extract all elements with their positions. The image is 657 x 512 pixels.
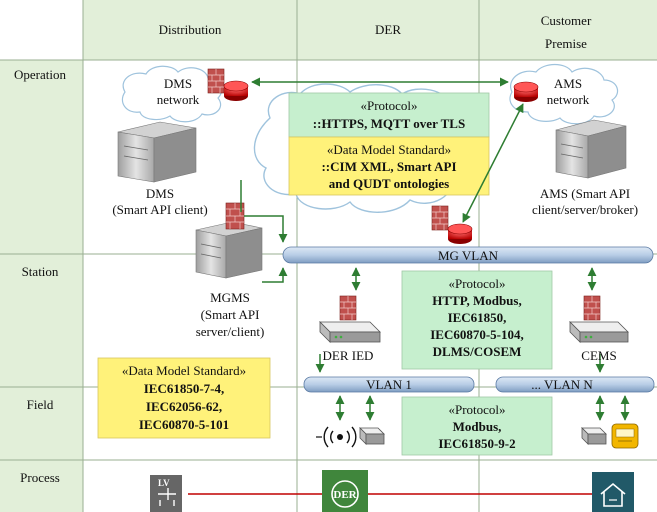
firewall-icon [207, 68, 225, 94]
field-device-icon [359, 427, 385, 445]
ams-network-label-line2: network [547, 92, 590, 107]
dms-network-label-line1: DMS [164, 76, 192, 91]
station-protocol-body-line4: DLMS/COSEM [433, 344, 522, 359]
lv-label: LV [158, 478, 170, 488]
column-header-der: DER [375, 22, 401, 37]
station-protocol-box [401, 270, 553, 370]
vlan-1-bus [303, 376, 475, 393]
operation-data-model-body-line1: ::CIM XML, Smart API [321, 159, 456, 174]
operation-data-model-title: «Data Model Standard» [327, 142, 451, 157]
operation-protocol-title: «Protocol» [360, 98, 417, 113]
connections [240, 77, 630, 421]
operation-data-model-body-line2: and QUDT ontologies [329, 176, 449, 191]
station-protocol-title: «Protocol» [448, 276, 505, 291]
station-protocol-body-line2: IEC61850, [448, 310, 507, 325]
cems-label: CEMS [581, 348, 616, 363]
field-data-model-body-line2: IEC62056-62, [146, 399, 222, 414]
field-protocol-body-line2: IEC61850-9-2 [438, 436, 515, 451]
mgms-label-line2: (Smart API [201, 307, 260, 322]
ams-label-line2: client/server/broker) [532, 202, 638, 217]
column-header-band [83, 0, 657, 60]
ams-mgvlan-link [462, 103, 524, 223]
vlan-n-label: ... VLAN N [531, 377, 593, 392]
row-header-band [0, 60, 83, 512]
wireless-sensor-icon [316, 426, 357, 448]
field-protocol-body-line1: Modbus, [453, 419, 502, 434]
field-protocol-title: «Protocol» [448, 402, 505, 417]
dms-network-cloud [121, 65, 223, 123]
mgms-server-icon [195, 221, 263, 279]
vlan-n-bus [495, 376, 655, 393]
ams-network-cloud [509, 63, 619, 125]
mgms-mgvlan-link [244, 215, 288, 243]
mgms-label-line1: MGMS [210, 290, 250, 305]
dms-label-line2: (Smart API client) [112, 202, 207, 217]
field-data-model-body-line3: IEC60870-5-101 [139, 417, 229, 432]
station-protocol-body-line3: IEC60870-5-104, [430, 327, 524, 342]
ams-label-line1: AMS (Smart API [540, 186, 630, 201]
ams-server-icon [555, 119, 627, 179]
firewall-icon [583, 295, 601, 321]
field-device-icon [581, 427, 607, 445]
mg-vlan-label: MG VLAN [438, 248, 499, 263]
mgms-station-link [262, 267, 288, 283]
dms-label-line1: DMS [146, 186, 174, 201]
vlan-1-label: VLAN 1 [366, 377, 412, 392]
der-process-icon: DER [322, 470, 368, 512]
mg-vlan-bus [282, 246, 654, 264]
firewall-icon [431, 205, 449, 231]
operation-data-model-box [288, 136, 490, 196]
operation-protocol-body: ::HTTPS, MQTT over TLS [313, 116, 465, 131]
cems-device-icon [569, 321, 629, 343]
field-data-model-box [97, 357, 271, 439]
smart-meter-icon [611, 423, 639, 449]
column-header-customer-premise-line1: Customer [541, 13, 592, 28]
column-header-distribution: Distribution [159, 22, 222, 37]
der-process-label: DER [333, 489, 357, 501]
field-data-model-body-line1: IEC61850-7-4, [144, 381, 225, 396]
mgms-label-line3: server/client) [196, 324, 265, 339]
router-icon [447, 223, 473, 244]
ams-network-label-line1: AMS [554, 76, 582, 91]
station-protocol-body-line1: HTTP, Modbus, [432, 293, 521, 308]
firewall-icon [225, 202, 245, 230]
column-header-customer-premise-line2: Premise [545, 36, 587, 51]
firewall-icon [339, 295, 357, 321]
row-header-station: Station [22, 264, 59, 279]
dms-network-label-line2: network [157, 92, 200, 107]
dms-server-icon [117, 121, 197, 183]
router-icon [223, 80, 249, 101]
der-ied-device-icon [319, 321, 381, 343]
row-header-process: Process [20, 470, 60, 485]
der-ied-label: DER IED [323, 348, 374, 363]
home-icon [592, 472, 634, 512]
router-icon [513, 81, 539, 102]
operation-protocol-box [288, 92, 490, 138]
field-protocol-box [401, 396, 553, 456]
row-header-field: Field [27, 397, 54, 412]
row-header-operation: Operation [14, 67, 66, 82]
field-data-model-title: «Data Model Standard» [122, 363, 246, 378]
lv-substation-icon: LV [150, 475, 182, 512]
